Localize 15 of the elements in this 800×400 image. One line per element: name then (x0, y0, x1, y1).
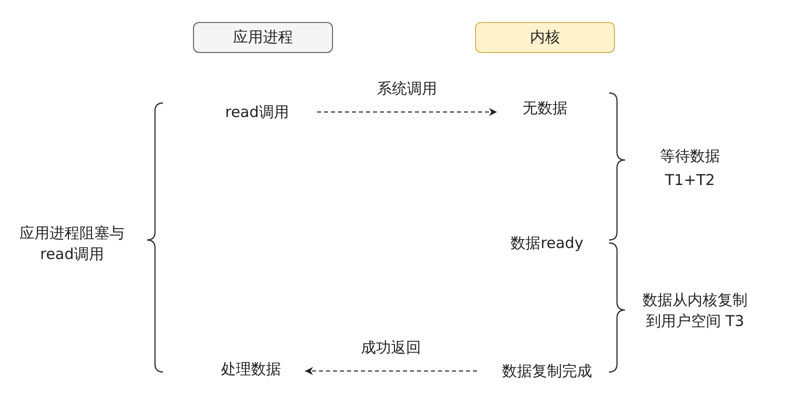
process-box: 内核 (475, 22, 615, 53)
state-text: 无数据 (505, 94, 585, 122)
edge-label: 成功返回 (361, 338, 421, 358)
annotation-text: 等待数据 (659, 146, 721, 167)
state-text: 数据ready (495, 229, 599, 257)
process-box: 应用进程 (193, 22, 333, 53)
state-text: 处理数据 (205, 355, 297, 383)
dashed-arrow (304, 367, 478, 375)
annotation-text: 数据从内核复制到用户空间 T3 (642, 290, 748, 332)
dashed-arrow (316, 108, 498, 116)
state-text: 数据复制完成 (485, 357, 609, 385)
annotation-text: 应用进程阻塞与read调用 (18, 223, 126, 265)
edge-label: 系统调用 (377, 80, 437, 98)
annotation-text: T1+T2 (664, 170, 716, 191)
state-text: read调用 (205, 98, 309, 126)
